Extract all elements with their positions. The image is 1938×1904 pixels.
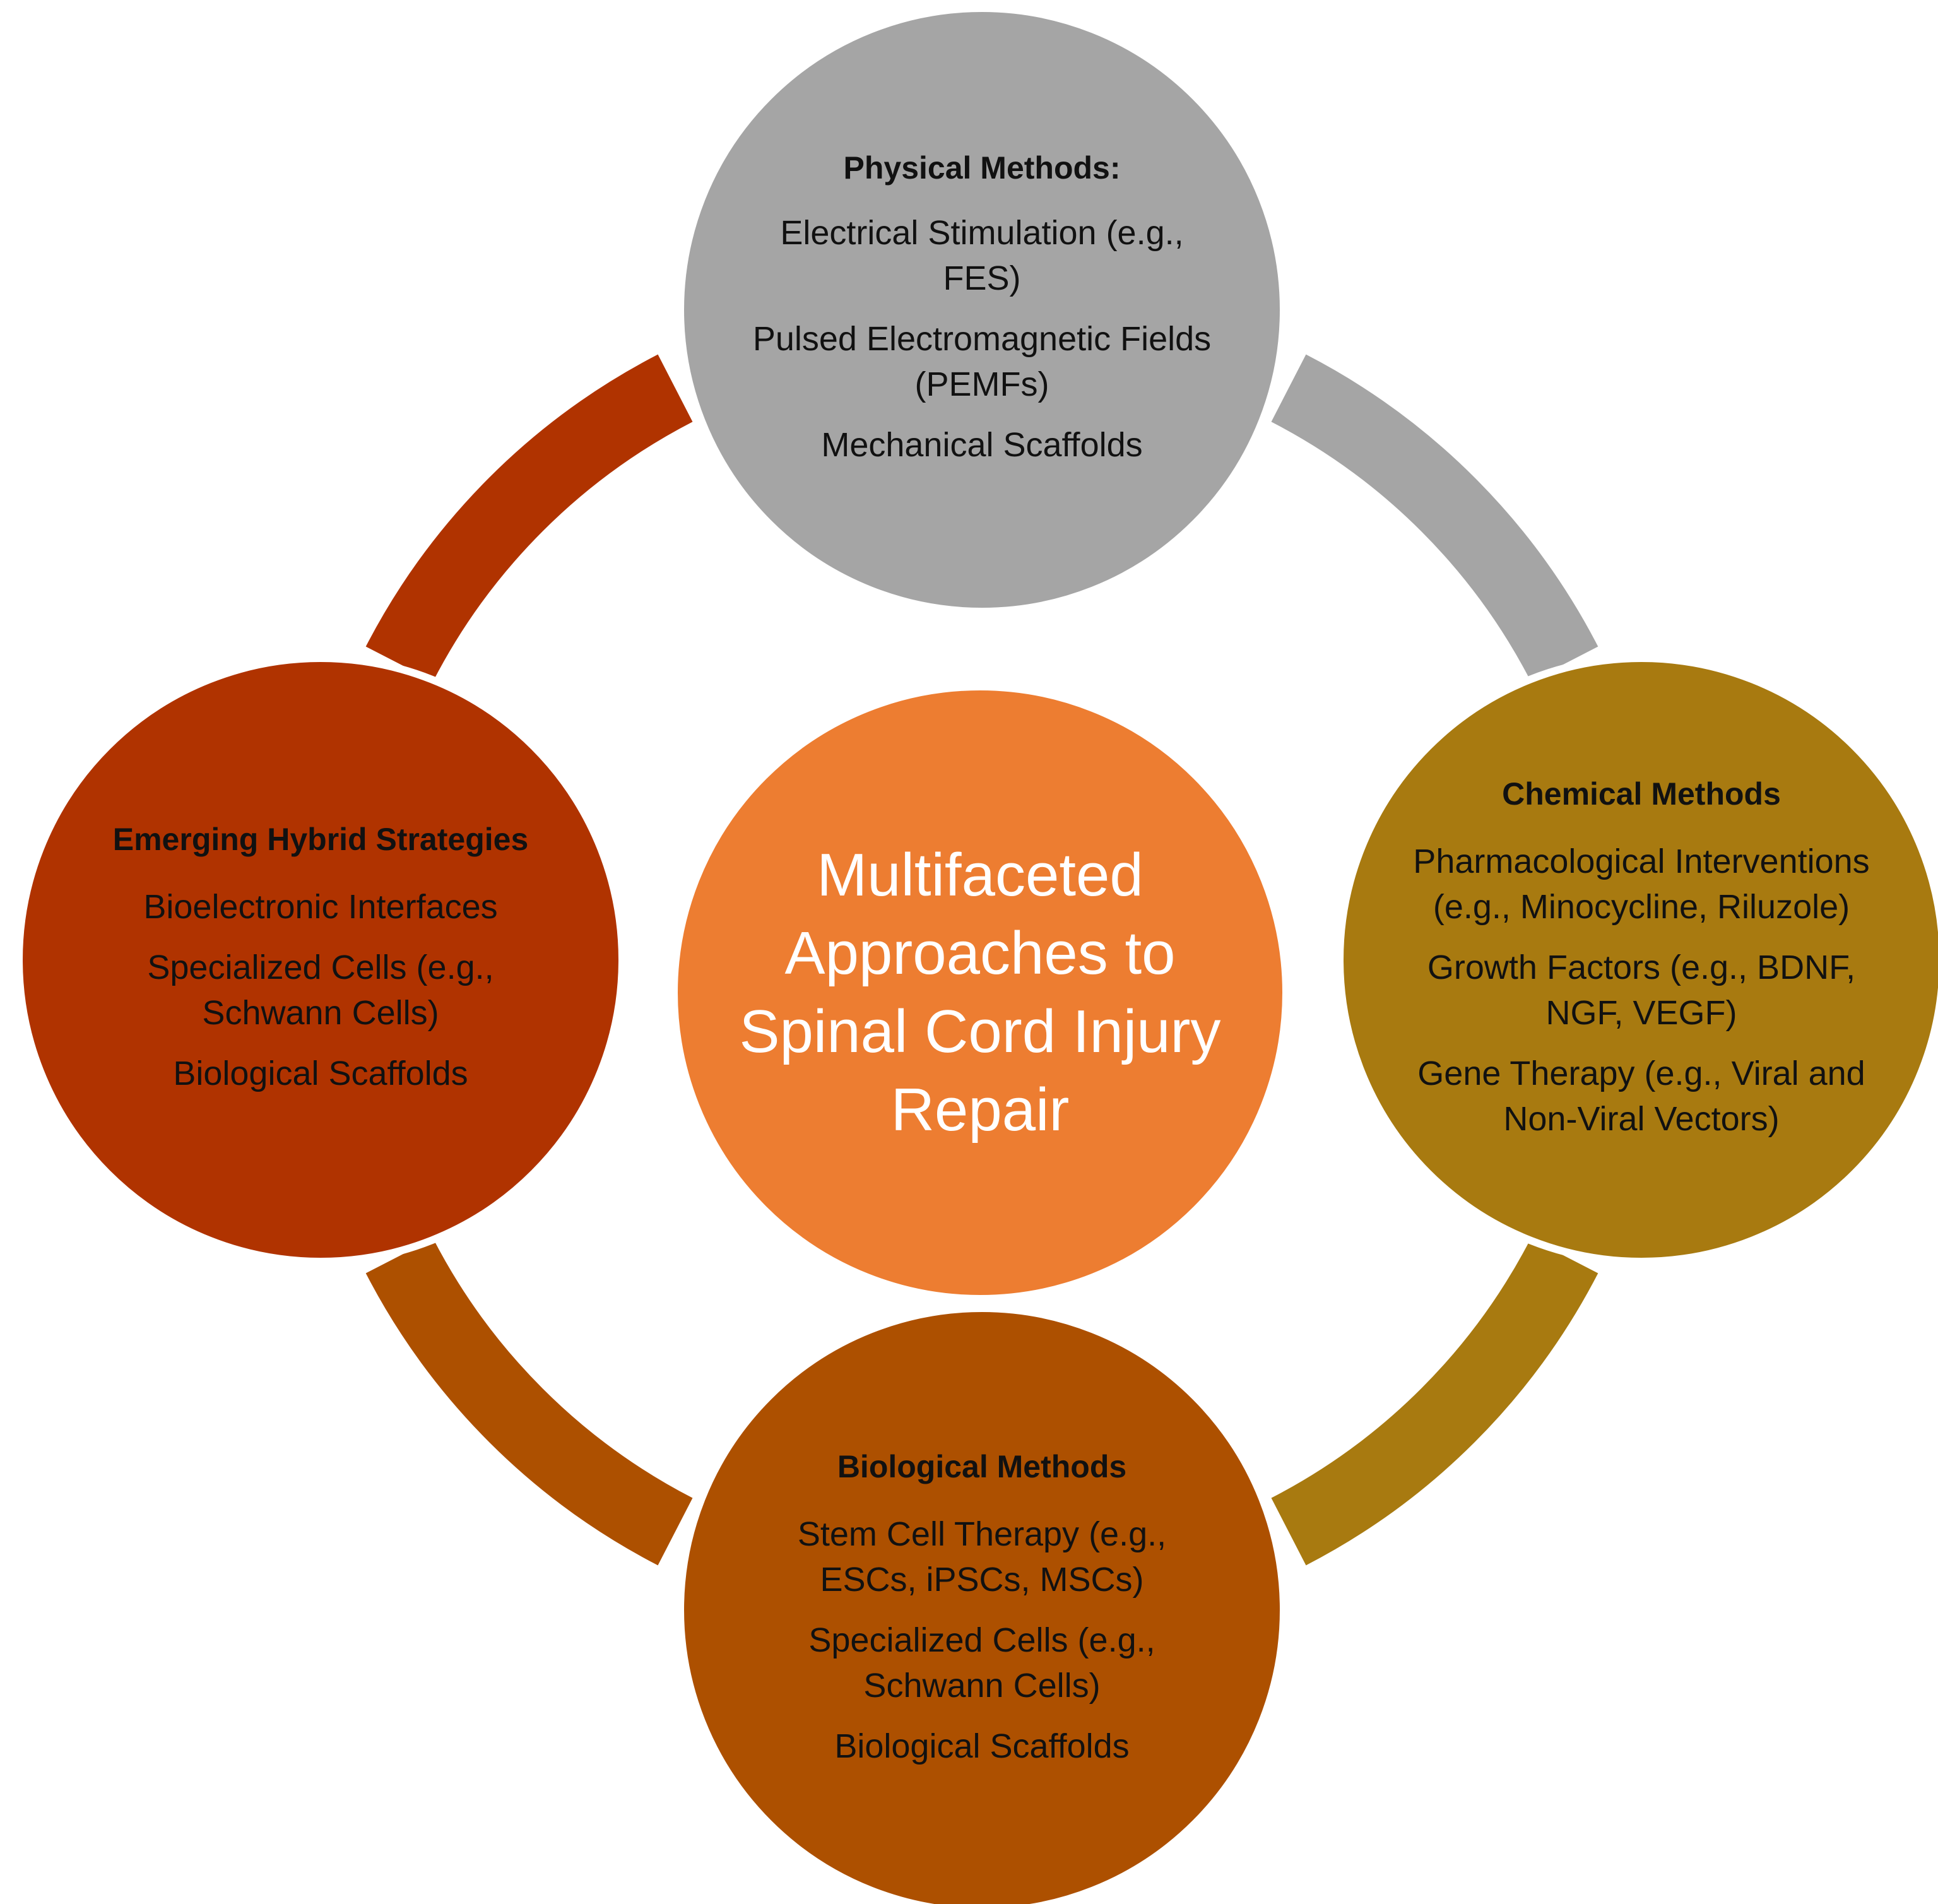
center-title: Multifaceted Approaches to Spinal Cord I…	[739, 841, 1221, 1144]
physical-item: Mechanical Scaffolds	[821, 426, 1143, 464]
center-node: Multifaceted Approaches to Spinal Cord I…	[674, 687, 1286, 1299]
chemical-item: Growth Factors (e.g., BDNF, NGF, VEGF)	[1427, 949, 1856, 1032]
physical-methods-node: Physical Methods: Electrical Stimulation…	[688, 16, 1276, 604]
hybrid-strategies-disc	[15, 654, 626, 1265]
physical-methods-title: Physical Methods:	[843, 150, 1121, 186]
ring-arc-hybrid-physical	[365, 354, 693, 682]
physical-methods-disc	[677, 4, 1287, 615]
ring-arc-physical-chemical	[1271, 354, 1598, 682]
chemical-item: Pharmacological Interventions (e.g., Min…	[1413, 843, 1870, 926]
biological-item: Biological Scaffolds	[834, 1727, 1130, 1765]
ring-arc-biological-hybrid	[365, 1238, 693, 1566]
biological-methods-disc	[677, 1304, 1287, 1904]
center-disc	[670, 683, 1290, 1303]
hybrid-item: Biological Scaffolds	[173, 1055, 468, 1092]
biological-item: Stem Cell Therapy (e.g., ESCs, iPSCs, MS…	[797, 1515, 1167, 1599]
ring-arc-chemical-biological	[1271, 1238, 1598, 1566]
physical-item: Electrical Stimulation (e.g., FES)	[780, 214, 1184, 297]
biological-methods-node: Biological Methods Stem Cell Therapy (e.…	[688, 1316, 1276, 1904]
chemical-item: Gene Therapy (e.g., Viral and Non-Viral …	[1417, 1055, 1865, 1138]
biological-item: Specialized Cells (e.g., Schwann Cells)	[808, 1621, 1155, 1705]
physical-item: Pulsed Electromagnetic Fields (PEMFs)	[752, 320, 1212, 403]
hybrid-item: Specialized Cells (e.g., Schwann Cells)	[147, 949, 494, 1032]
biological-methods-title: Biological Methods	[837, 1449, 1127, 1484]
hybrid-strategies-node: Emerging Hybrid Strategies Bioelectronic…	[27, 666, 615, 1254]
hybrid-strategies-title: Emerging Hybrid Strategies	[112, 822, 529, 857]
chemical-methods-node: Chemical Methods Pharmacological Interve…	[1347, 666, 1935, 1254]
chemical-methods-disc	[1336, 654, 1938, 1265]
hybrid-item: Bioelectronic Interfaces	[143, 888, 498, 926]
chemical-methods-title: Chemical Methods	[1502, 776, 1781, 812]
